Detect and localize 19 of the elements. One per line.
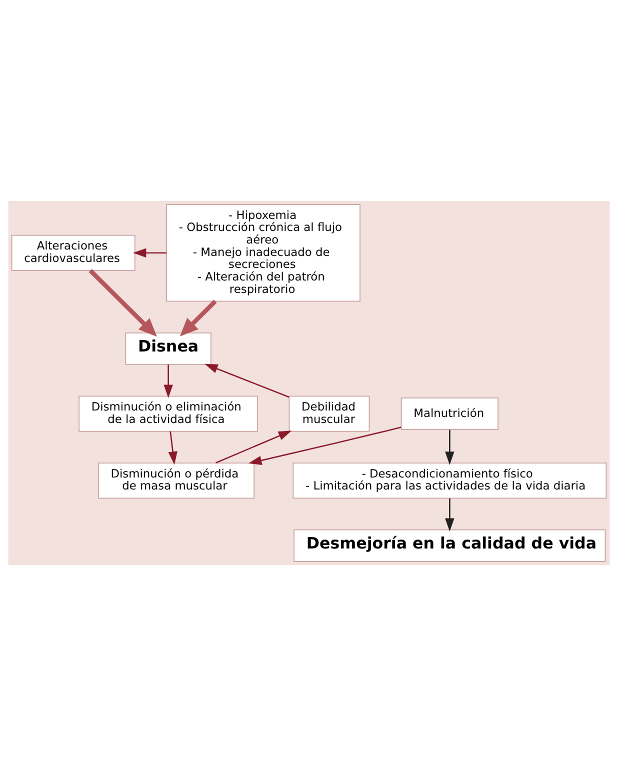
- node-box: - Desacondicionamiento físico - Limitación para las actividades de la vida diaria: [292, 462, 607, 498]
- node-box: Desmejoría en la calidad de vida: [294, 528, 606, 562]
- arrow: [180, 299, 217, 336]
- arrow: [216, 430, 292, 464]
- node-box: Disnea: [125, 332, 212, 364]
- arrow: [248, 426, 402, 464]
- arrow: [88, 268, 157, 336]
- node-box: Debilidad muscular: [288, 395, 370, 432]
- arrow: [132, 248, 167, 257]
- node-box: - Hipoxemia - Obstrucción crónica al flujo aéreo - Manejo inadecuado de secreciones - Alteración del patrón respiratorio: [166, 204, 360, 302]
- arrow: [164, 364, 173, 398]
- arrow: [204, 363, 290, 398]
- arrow: [445, 498, 454, 531]
- node-box: Alteraciones cardiovasculares: [11, 234, 136, 270]
- node-box: Malnutrición: [400, 397, 498, 430]
- node-box: Disminución o eliminación de la actividad física: [78, 395, 258, 432]
- node-box: Disminución o pérdida de masa muscular: [98, 462, 254, 498]
- arrow: [168, 430, 178, 464]
- arrow: [445, 429, 454, 464]
